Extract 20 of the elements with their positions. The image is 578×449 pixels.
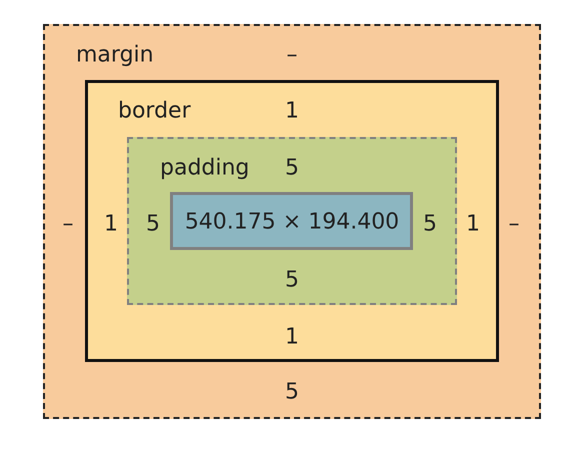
content-dimensions: 540.175 × 194.400 bbox=[184, 209, 400, 235]
size-value: 5 bbox=[285, 379, 299, 405]
margin-area bbox=[43, 24, 541, 419]
size-value: 5 bbox=[423, 211, 437, 237]
area-label: border bbox=[118, 98, 191, 124]
size-value: 5 bbox=[285, 267, 299, 293]
area-label: margin bbox=[76, 42, 154, 68]
size-value: 5 bbox=[146, 211, 160, 237]
content-area bbox=[170, 192, 413, 250]
size-value: – bbox=[286, 42, 298, 68]
size-value: – bbox=[62, 211, 74, 237]
size-value: 1 bbox=[104, 211, 118, 237]
size-value: 1 bbox=[466, 211, 480, 237]
size-value: – bbox=[508, 211, 520, 237]
size-value: 5 bbox=[285, 155, 299, 181]
padding-area bbox=[127, 137, 457, 305]
area-label: padding bbox=[160, 155, 250, 181]
size-value: 1 bbox=[285, 324, 299, 350]
border-area bbox=[85, 80, 499, 362]
size-value: 1 bbox=[285, 98, 299, 124]
